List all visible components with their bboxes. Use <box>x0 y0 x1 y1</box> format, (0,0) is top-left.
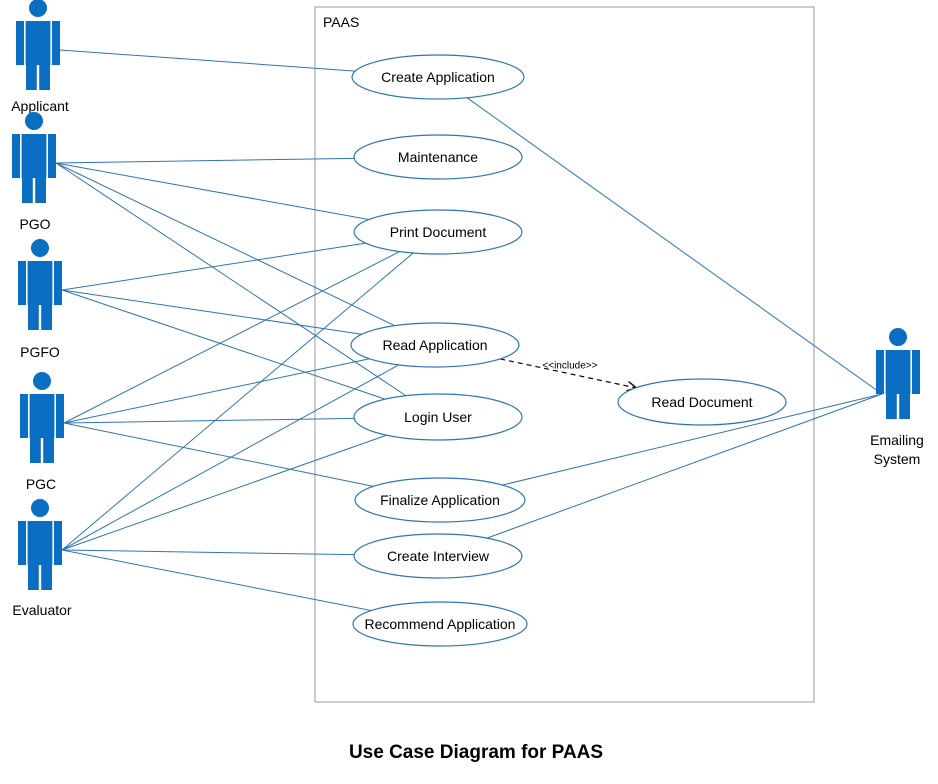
actor-icon <box>12 112 56 203</box>
association-pgc-finalize-application <box>63 422 374 487</box>
use-case-label: Login User <box>404 409 472 425</box>
association-evaluator-read-application <box>61 364 400 551</box>
association-evaluator-create-interview <box>61 549 355 556</box>
association-applicant-create-application <box>59 49 356 72</box>
association-pgo-maintenance <box>55 157 355 164</box>
use-case-label: Finalize Application <box>380 492 500 508</box>
use-case-label: Read Document <box>651 394 752 410</box>
use-case-print-document[interactable]: Print Document <box>353 209 523 255</box>
use-case-create-application[interactable]: Create Application <box>351 54 525 100</box>
association-pgfo-read-application <box>61 289 362 335</box>
actor-icon <box>16 0 60 90</box>
actor-label: Evaluator <box>12 602 71 618</box>
use-case-ellipse <box>354 477 526 523</box>
use-case-ellipse <box>353 533 523 579</box>
actor-pgo[interactable]: PGO <box>12 112 56 232</box>
actor-label: System <box>874 451 921 467</box>
association-evaluator-print-document <box>61 252 414 551</box>
actor-icon <box>18 499 62 590</box>
use-case-ellipse <box>353 393 523 441</box>
use-case-label: Print Document <box>390 224 487 240</box>
actor-icon <box>20 372 64 463</box>
association-pgo-login-user <box>55 162 407 397</box>
use-case-ellipse <box>353 134 523 180</box>
actor-pgfo[interactable]: PGFO <box>18 239 62 360</box>
use-case-ellipse <box>351 54 525 100</box>
use-case-read-document[interactable]: Read Document <box>617 378 787 426</box>
association-pgfo-print-document <box>61 242 366 291</box>
use-case-recommend-application[interactable]: Recommend Application <box>352 601 528 647</box>
include-label: <<include>> <box>542 360 597 371</box>
use-case-label: Create Application <box>381 69 495 85</box>
actor-pgc[interactable]: PGC <box>20 372 64 492</box>
association-pgo-read-application <box>55 162 395 327</box>
association-lines <box>55 49 883 612</box>
association-evaluator-login-user <box>61 434 387 551</box>
diagram-caption: Use Case Diagram for PAAS <box>349 742 603 763</box>
use-case-read-application[interactable]: Read Application <box>350 322 520 368</box>
association-emailing-create-application <box>466 97 883 395</box>
actor-label: PGO <box>19 216 50 232</box>
association-pgo-print-document <box>55 162 369 221</box>
use-case-ellipse <box>352 601 528 647</box>
use-case-label: Create Interview <box>387 548 490 564</box>
association-pgc-print-document <box>63 251 400 424</box>
system-name: PAAS <box>323 14 359 30</box>
actor-label: PGFO <box>20 344 60 360</box>
actor-label: PGC <box>26 476 56 492</box>
actor-label: Emailing <box>870 432 924 448</box>
association-emailing-finalize-application <box>502 393 883 486</box>
use-case-login-user[interactable]: Login User <box>353 393 523 441</box>
association-pgfo-login-user <box>61 289 386 400</box>
include-relations: <<include>> <box>499 358 636 388</box>
use-case-ellipse <box>353 209 523 255</box>
system-boundary <box>314 6 815 703</box>
association-evaluator-recommend-application <box>61 549 372 612</box>
actor-evaluator[interactable]: Evaluator <box>12 499 72 618</box>
actor-icon <box>18 239 62 330</box>
use-case-label: Recommend Application <box>365 616 516 632</box>
use-case-maintenance[interactable]: Maintenance <box>353 134 523 180</box>
use-case-ellipse <box>350 322 520 368</box>
use-case-create-interview[interactable]: Create Interview <box>353 533 523 579</box>
association-pgc-login-user <box>63 417 355 424</box>
use-case-finalize-application[interactable]: Finalize Application <box>354 477 526 523</box>
actor-label: Applicant <box>11 98 69 114</box>
use-case-label: Read Application <box>382 337 487 353</box>
association-emailing-create-interview <box>486 393 883 539</box>
association-pgc-read-application <box>63 358 370 424</box>
use-case-ellipse <box>617 378 787 426</box>
actor-icon <box>876 328 920 419</box>
actor-applicant[interactable]: Applicant <box>11 0 69 114</box>
use-case-label: Maintenance <box>398 149 478 165</box>
